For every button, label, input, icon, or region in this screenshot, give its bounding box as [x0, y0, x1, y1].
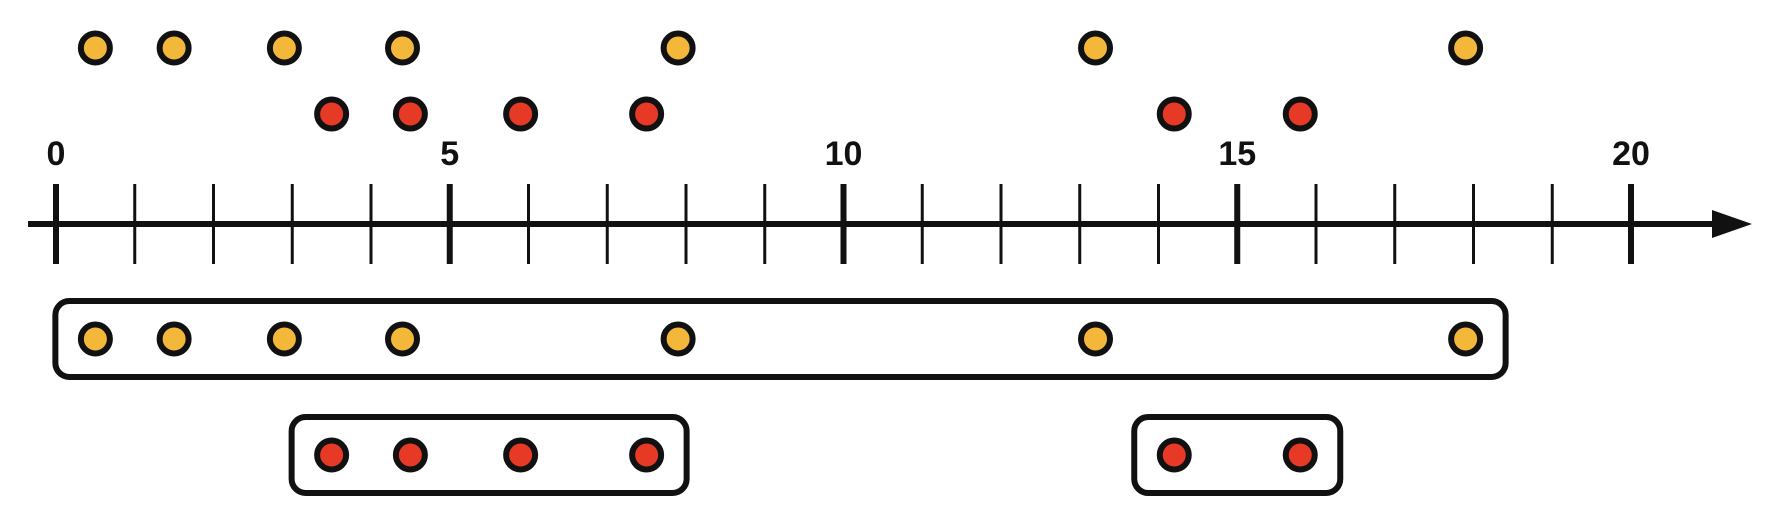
red-cluster-box — [288, 414, 690, 496]
yellow-cluster-point — [77, 321, 113, 357]
yellow-data-point — [266, 30, 302, 66]
clustered-groups — [52, 298, 1509, 496]
yellow-data-point — [1448, 30, 1484, 66]
axis-arrow-head — [1712, 210, 1752, 238]
red-cluster-point — [1282, 437, 1318, 473]
yellow-cluster-point — [266, 321, 302, 357]
red-data-point — [314, 96, 350, 132]
yellow-cluster-point — [1448, 321, 1484, 357]
red-cluster-point — [392, 437, 428, 473]
axis-tick-label: 10 — [825, 135, 863, 173]
red-data-point — [503, 96, 539, 132]
number-line-axis: 0 5 10 15 20 — [28, 135, 1752, 264]
red-data-point — [392, 96, 428, 132]
red-cluster-box — [1131, 414, 1344, 496]
yellow-cluster-box — [52, 298, 1509, 380]
unsorted-points — [77, 30, 1484, 132]
red-data-point — [1156, 96, 1192, 132]
yellow-data-point — [77, 30, 113, 66]
yellow-data-point — [1078, 30, 1113, 66]
red-data-point — [1282, 96, 1318, 132]
red-cluster-point — [503, 437, 539, 473]
yellow-data-point — [660, 30, 696, 66]
axis-tick-label: 15 — [1218, 135, 1256, 173]
red-cluster-point — [1156, 437, 1192, 473]
axis-tick-label: 5 — [440, 135, 459, 173]
red-data-point — [629, 96, 665, 132]
axis-tick-label: 0 — [47, 135, 66, 173]
red-cluster-point — [629, 437, 665, 473]
yellow-data-point — [385, 30, 420, 66]
yellow-cluster-point — [1078, 321, 1113, 357]
yellow-data-point — [156, 30, 192, 66]
red-cluster-point — [314, 437, 350, 473]
yellow-cluster-point — [156, 321, 192, 357]
yellow-cluster-point — [660, 321, 696, 357]
yellow-cluster-point — [385, 321, 420, 357]
axis-tick-label: 20 — [1612, 135, 1650, 173]
